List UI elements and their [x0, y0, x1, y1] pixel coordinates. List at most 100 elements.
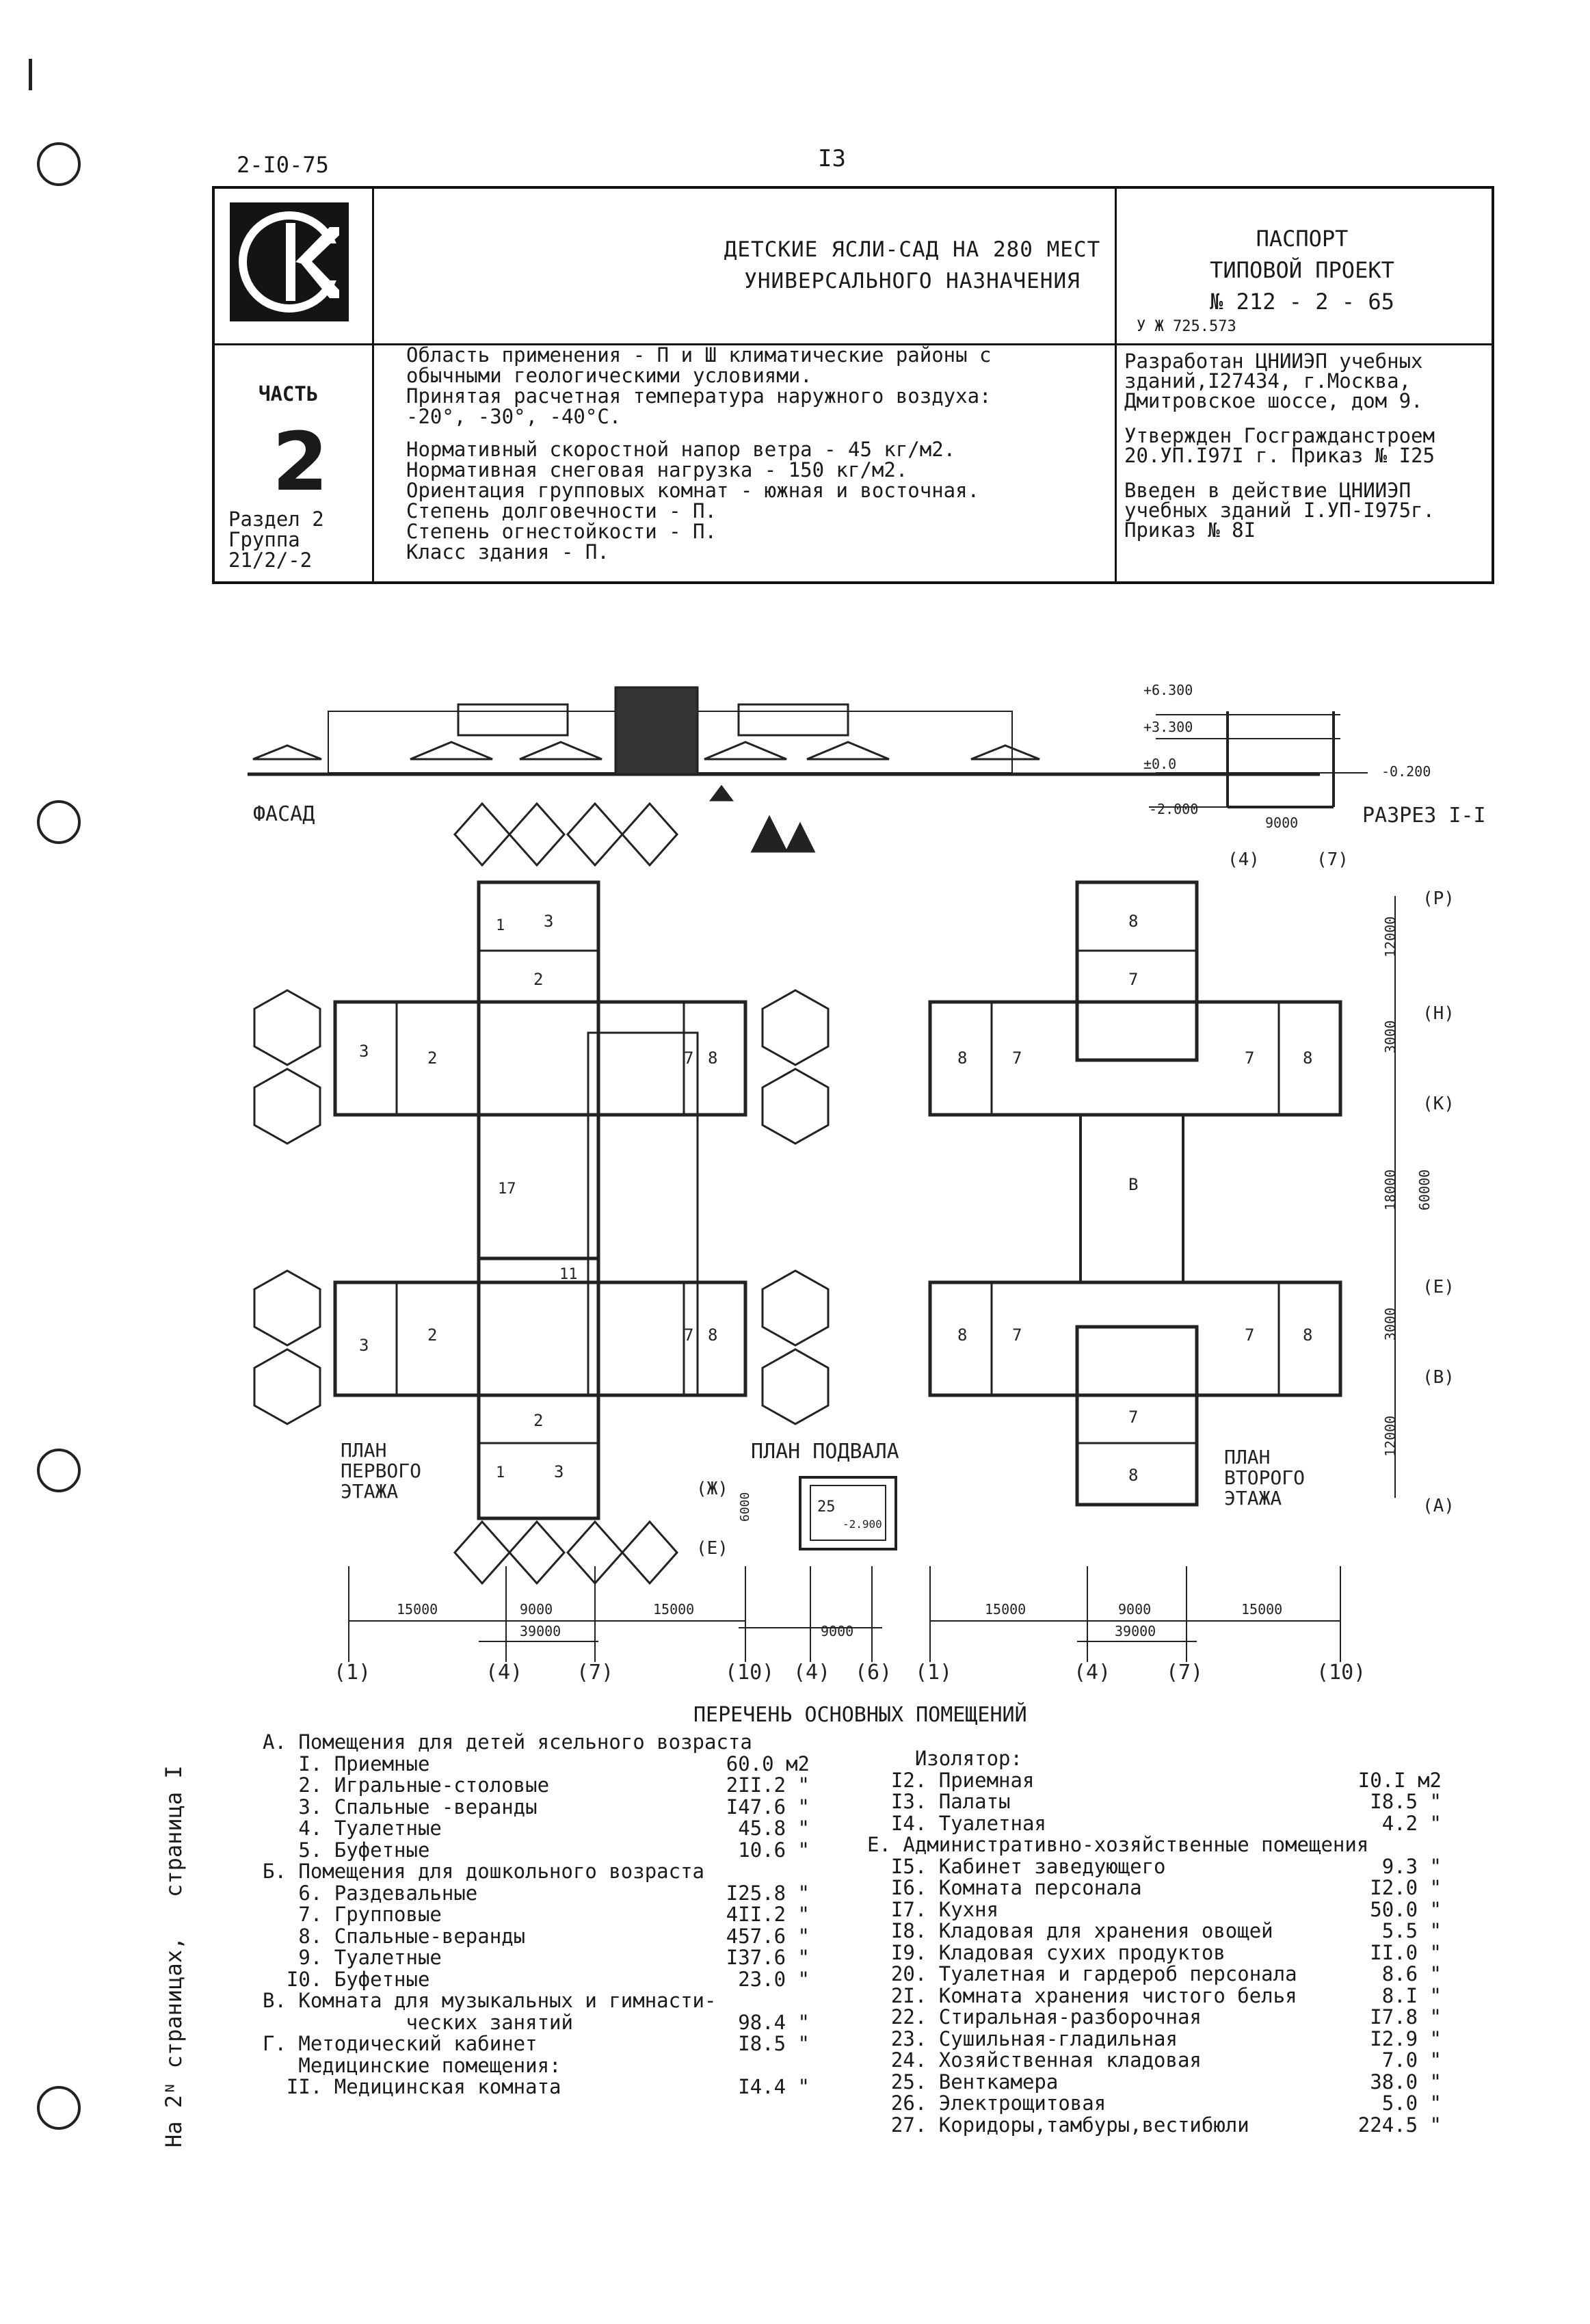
dim-basement-2: 9000	[821, 1623, 853, 1639]
axis-letter-n: (Н)	[1422, 1003, 1455, 1024]
room-num: 3	[554, 1462, 564, 1481]
room-num: 8	[1128, 912, 1138, 931]
axis-plan2-1: (1)	[915, 1661, 952, 1685]
dim-plan2-4: 39000	[1115, 1623, 1156, 1639]
room-num: 7	[1012, 1048, 1022, 1068]
axis-letter-e: (Е)	[1422, 1277, 1455, 1297]
room-num: 3	[544, 912, 553, 931]
room-num: 7	[1245, 1048, 1254, 1068]
section-mark-1: +6.300	[1143, 682, 1193, 698]
axis-plan1-4: (4)	[486, 1661, 522, 1685]
developer-info: Разработан ЦНИИЭП учебных зданий,I27434,…	[1124, 349, 1435, 542]
axis-basement-4: (4)	[793, 1661, 830, 1685]
room-num: 7	[684, 1048, 693, 1068]
dim-vert-1: 12000	[1382, 916, 1399, 958]
project-title: ДЕТСКИЕ ЯСЛИ-САД НА 280 МЕСТ УНИВЕРСАЛЬН…	[724, 237, 1101, 293]
room-num: 2	[533, 1411, 543, 1430]
facade-label: ФАСАД	[253, 802, 315, 826]
plan-first-floor	[253, 802, 830, 1585]
basement-room-25: 25	[817, 1498, 836, 1516]
specs-text: Область применения - П и Ш климатические…	[406, 343, 992, 564]
dim-vert-6: 12000	[1382, 1416, 1399, 1457]
plan1-label-3: ЭТАЖА	[341, 1480, 398, 1503]
axis-basement-10: (10)	[725, 1661, 774, 1685]
room-num: 7	[1245, 1325, 1254, 1345]
list-item: В. Комната для музыкальных и гимнасти-	[263, 1989, 717, 2012]
room-num: 8	[708, 1325, 717, 1345]
list-item: Изолятор:	[867, 1747, 1022, 1770]
room-num: 7	[684, 1325, 693, 1345]
room-num: 7	[1128, 970, 1138, 989]
list-item: А. Помещения для детей ясельного возраст…	[263, 1730, 752, 1754]
facade-drawing	[248, 686, 1320, 853]
plan1-label-1: ПЛАН	[341, 1439, 386, 1462]
dim-plan2-3: 15000	[1241, 1601, 1282, 1617]
dim-basement-1: 6000	[738, 1492, 752, 1522]
room-num: 3	[359, 1336, 369, 1355]
room-num: 1	[496, 917, 505, 934]
axis-plan2-10: (10)	[1316, 1661, 1366, 1685]
list-item: Медицинские помещения:	[263, 2053, 561, 2077]
room-num: 2	[427, 1325, 437, 1345]
binder-hole-2	[37, 800, 81, 844]
dim-vert-4: 60000	[1416, 1170, 1433, 1211]
section-mark-2: +3.300	[1143, 719, 1193, 735]
room-num: 8	[1303, 1048, 1312, 1068]
room-num: 3	[359, 1042, 369, 1061]
axis-section-4: (4)	[1228, 849, 1260, 870]
dim-plan1-3: 15000	[653, 1601, 694, 1617]
room-num: В	[1128, 1175, 1138, 1194]
dim-vert-5: 3000	[1382, 1308, 1399, 1341]
dim-vert-3: 18000	[1382, 1170, 1399, 1211]
axis-section-7: (7)	[1316, 849, 1349, 870]
part-label: ЧАСТЬ	[259, 382, 319, 406]
section-mark-3: ±0.0	[1143, 756, 1176, 772]
axis-plan1-1: (1)	[334, 1661, 371, 1685]
room-num: 8	[1303, 1325, 1312, 1345]
dim-vert-2: 3000	[1382, 1020, 1399, 1053]
room-num: 8	[708, 1048, 717, 1068]
room-num: 8	[1128, 1466, 1138, 1485]
binder-hole-1	[37, 142, 81, 186]
architectural-drawings: ФАСАД РАЗРЕЗ I-I +6.300 +3.300 ±0.0 -2.0…	[248, 682, 1486, 1685]
axis-letter-a: (А)	[1422, 1496, 1455, 1516]
list-item: Е. Административно-хозяйственные помещен…	[867, 1833, 1369, 1856]
plan2-label-1: ПЛАН	[1224, 1446, 1270, 1468]
plan2-label-3: ЭТАЖА	[1224, 1487, 1282, 1509]
axis-letter-r: (Р)	[1422, 888, 1455, 909]
room-num: 2	[533, 970, 543, 989]
room-num: 2	[427, 1048, 437, 1068]
plan2-label-2: ВТОРОГО	[1224, 1466, 1305, 1489]
dimension-lines	[348, 896, 1396, 1662]
passport-info: ПАСПОРТ ТИПОВОЙ ПРОЕКТ № 212 - 2 - 65 У …	[1124, 223, 1480, 336]
section-group: Раздел 2 Группа 21/2/-2	[228, 507, 324, 572]
room-num: 7	[1012, 1325, 1022, 1345]
axis-letter-v: (В)	[1422, 1367, 1455, 1388]
room-num: 11	[559, 1266, 578, 1283]
list-item: Б. Помещения для дошкольного возраста	[263, 1860, 705, 1883]
dim-plan2-2: 9000	[1118, 1601, 1151, 1617]
dim-plan1-2: 9000	[520, 1601, 553, 1617]
plan-second-floor	[928, 880, 1342, 1507]
plan-basement	[799, 1476, 897, 1550]
title-block: ДЕТСКИЕ ЯСЛИ-САД НА 280 МЕСТ УНИВЕРСАЛЬН…	[212, 186, 1494, 584]
axis-plan2-4: (4)	[1074, 1661, 1111, 1685]
basement-mark: -2.900	[843, 1518, 882, 1531]
